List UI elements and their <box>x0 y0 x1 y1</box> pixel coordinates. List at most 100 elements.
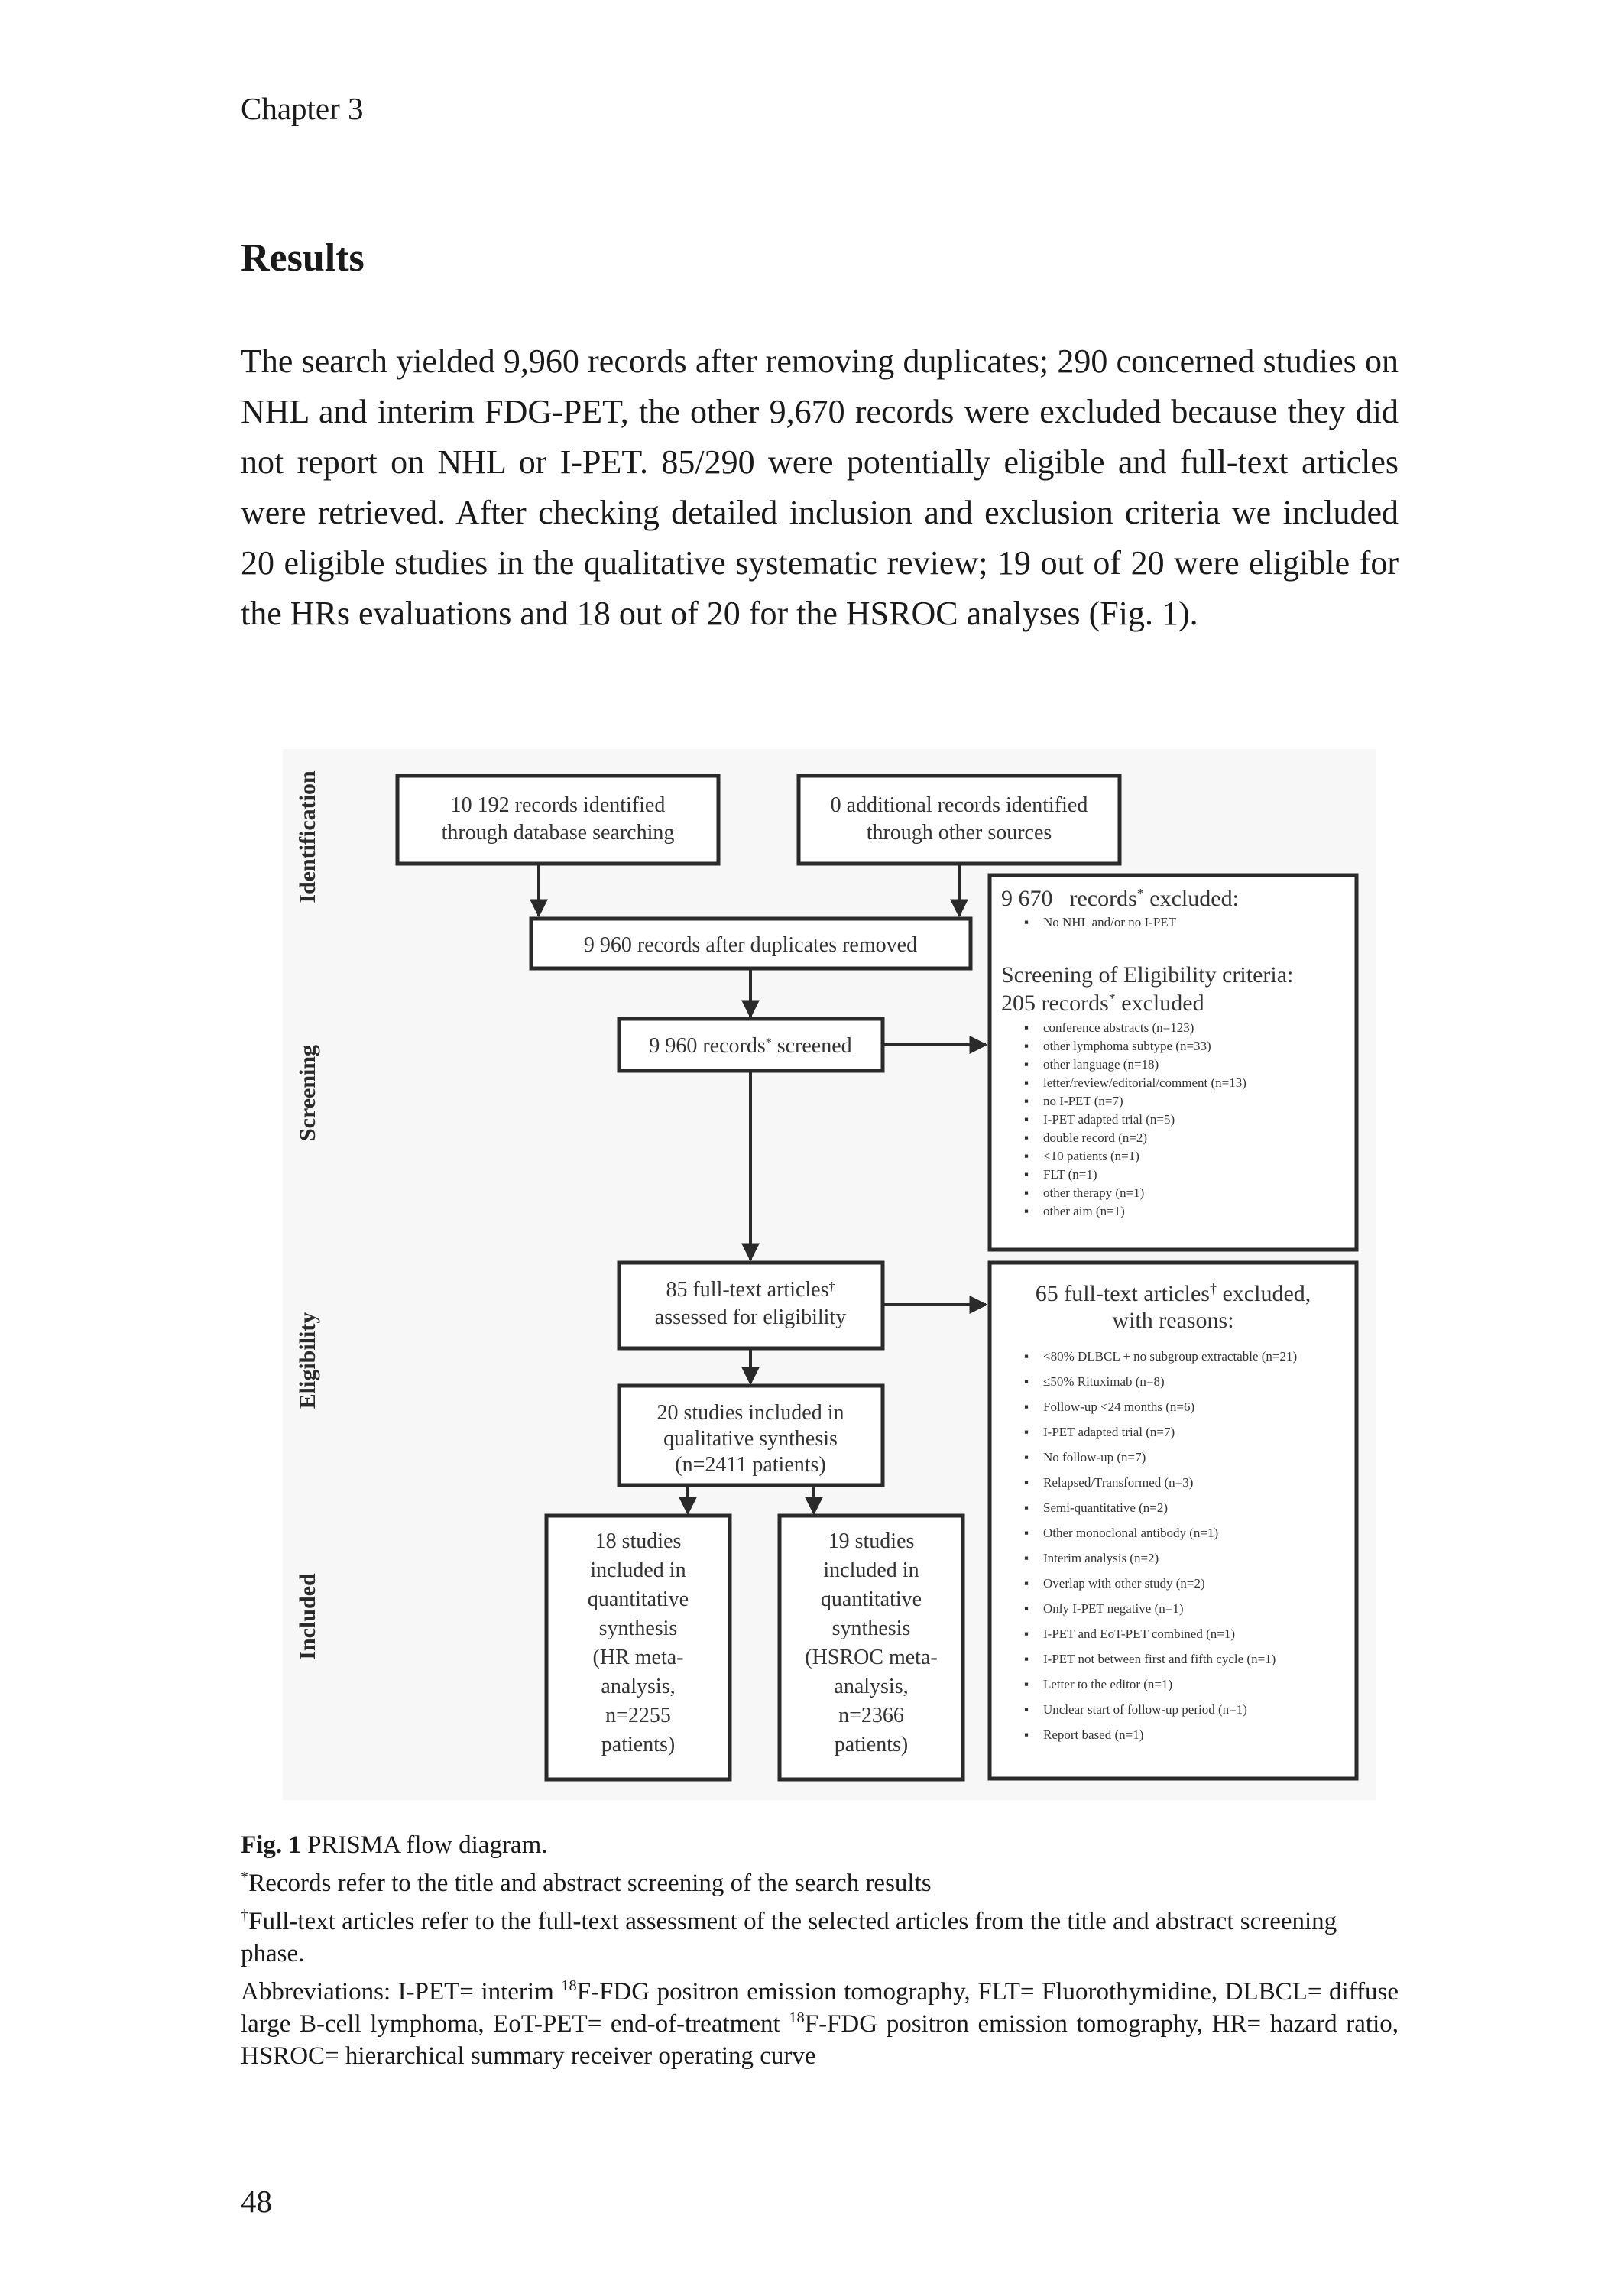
excl2-bullet: ▪ <box>1024 1112 1029 1127</box>
caption-note-records: *Records refer to the title and abstract… <box>241 1869 932 1897</box>
excl3-item: Interim analysis (n=2) <box>1043 1551 1159 1565</box>
excl3-bullet: ▪ <box>1024 1475 1029 1490</box>
box-duplicates-removed: 9 960 records after duplicates removed <box>529 916 973 971</box>
excl3-item: Follow-up <24 months (n=6) <box>1043 1399 1194 1414</box>
excl3-item: Only I-PET negative (n=1) <box>1043 1601 1183 1616</box>
excl3-bullet: ▪ <box>1024 1399 1029 1414</box>
chapter-header: Chapter 3 <box>241 91 364 126</box>
excl2-bullet: ▪ <box>1024 1020 1029 1035</box>
excl2-bullet: ▪ <box>1024 1149 1029 1163</box>
excl2-bullet: ▪ <box>1024 1185 1029 1200</box>
svg-text:through other sources: through other sources <box>867 821 1052 845</box>
svg-text:9 960 records after duplicates: 9 960 records after duplicates removed <box>584 933 917 957</box>
phase-included: Included <box>295 1573 320 1660</box>
excl2-item: other language (n=18) <box>1043 1057 1159 1072</box>
excl2-reason-list: ▪ conference abstracts (n=123) ▪ other lymp… <box>1024 1020 1246 1218</box>
svg-text:65 full-text articles† exclude: 65 full-text articles† excluded, <box>1036 1281 1311 1306</box>
hsroc-line: quantitative <box>821 1588 922 1611</box>
caption-title: Fig. 1 PRISMA flow diagram. <box>241 1831 548 1859</box>
svg-text:20 studies included in: 20 studies included in <box>657 1401 844 1425</box>
excl2-item: other aim (n=1) <box>1043 1204 1125 1218</box>
excl3-bullet: ▪ <box>1024 1374 1029 1389</box>
excl3-item: No follow-up (n=7) <box>1043 1450 1146 1464</box>
phase-eligibility: Eligibility <box>295 1312 320 1409</box>
svg-text:85 full-text articles†: 85 full-text articles† <box>666 1278 835 1302</box>
excl3-bullet: ▪ <box>1024 1450 1029 1464</box>
section-title: Results <box>241 236 365 280</box>
excl3-bullet: ▪ <box>1024 1576 1029 1591</box>
excl3-reason-list: ▪<80% DLBCL + no subgroup extractable (n… <box>1024 1349 1297 1742</box>
svg-text:assessed for eligibility: assessed for eligibility <box>655 1305 846 1329</box>
figure-caption: Fig. 1 PRISMA flow diagram. *Records ref… <box>241 1829 1399 2078</box>
svg-text:with reasons:: with reasons: <box>1112 1308 1233 1333</box>
excl2-bullet: ▪ <box>1024 1130 1029 1145</box>
results-paragraph: The search yielded 9,960 records after r… <box>241 342 1399 632</box>
excl2-item: <10 patients (n=1) <box>1043 1149 1139 1163</box>
hr-line: synthesis <box>599 1617 678 1640</box>
excl3-item: I-PET not between first and fifth cycle … <box>1043 1652 1276 1666</box>
excl3-bullet: ▪ <box>1024 1702 1029 1717</box>
excl2-bullet: ▪ <box>1024 1167 1029 1182</box>
box-records-screened: 9 960 records* screened <box>617 1017 885 1073</box>
hr-line: n=2255 <box>605 1704 671 1727</box>
box-fulltext-assessed: 85 full-text articles† assessed for elig… <box>617 1260 885 1351</box>
excl1-bullet: ▪ <box>1024 915 1029 929</box>
excl2-item: no I-PET (n=7) <box>1043 1094 1123 1108</box>
excl2-bullet: ▪ <box>1024 1039 1029 1053</box>
excl2-item: FLT (n=1) <box>1043 1167 1097 1182</box>
excl3-item: Unclear start of follow-up period (n=1) <box>1043 1702 1247 1717</box>
excl2-item: double record (n=2) <box>1043 1130 1147 1145</box>
excl3-bullet: ▪ <box>1024 1500 1029 1515</box>
excl3-bullet: ▪ <box>1024 1526 1029 1540</box>
hsroc-line: 19 studies <box>828 1529 915 1553</box>
excl3-bullet: ▪ <box>1024 1349 1029 1364</box>
caption-abbreviations: Abbreviations: I-PET= interim 18F-FDG po… <box>241 1977 1399 2070</box>
svg-text:qualitative synthesis: qualitative synthesis <box>663 1427 838 1451</box>
excl3-bullet: ▪ <box>1024 1652 1029 1666</box>
hr-line: quantitative <box>588 1588 689 1611</box>
excl3-item: I-PET adapted trial (n=7) <box>1043 1425 1175 1439</box>
excl3-bullet: ▪ <box>1024 1727 1029 1742</box>
svg-text:Screening of Eligibility crite: Screening of Eligibility criteria: <box>1001 962 1293 988</box>
excl3-bullet: ▪ <box>1024 1627 1029 1641</box>
excl2-bullet: ▪ <box>1024 1057 1029 1072</box>
excl3-item: Report based (n=1) <box>1043 1727 1143 1742</box>
hsroc-line: included in <box>823 1558 919 1582</box>
excl2-bullet: ▪ <box>1024 1094 1029 1108</box>
svg-text:10 192 records identified: 10 192 records identified <box>451 793 666 817</box>
excl2-bullet: ▪ <box>1024 1075 1029 1090</box>
excl3-item: Other monoclonal antibody (n=1) <box>1043 1526 1218 1540</box>
svg-text:205 records* excluded: 205 records* excluded <box>1001 991 1204 1016</box>
hsroc-line: synthesis <box>832 1617 911 1640</box>
excl3-item: Semi-quantitative (n=2) <box>1043 1500 1168 1515</box>
prisma-flow-diagram: Identification Screening Eligibility Inc… <box>283 749 1376 1800</box>
excl2-item: other lymphoma subtype (n=33) <box>1043 1039 1211 1053</box>
excl3-item: Relapsed/Transformed (n=3) <box>1043 1475 1193 1490</box>
box-database-records: 10 192 records identified through databa… <box>395 774 721 866</box>
box-other-sources: 0 additional records identified through … <box>796 774 1122 866</box>
excl2-bullet: ▪ <box>1024 1204 1029 1218</box>
excl3-bullet: ▪ <box>1024 1601 1029 1616</box>
excl3-bullet: ▪ <box>1024 1677 1029 1691</box>
svg-text:9 960 records* screened: 9 960 records* screened <box>649 1034 851 1058</box>
excl3-item: Overlap with other study (n=2) <box>1043 1576 1205 1591</box>
box-hsroc-meta-analysis: 19 studies included in quantitative synthes… <box>777 1513 965 1782</box>
svg-text:through database searching: through database searching <box>442 821 675 845</box>
excl2-item: conference abstracts (n=123) <box>1043 1020 1194 1035</box>
excl2-item: letter/review/editorial/comment (n=13) <box>1043 1075 1246 1090</box>
excl3-item: I-PET and EoT-PET combined (n=1) <box>1043 1627 1235 1641</box>
page-number: 48 <box>241 2184 272 2219</box>
excl3-bullet: ▪ <box>1024 1425 1029 1439</box>
phase-screening: Screening <box>295 1045 320 1141</box>
excl3-bullet: ▪ <box>1024 1551 1029 1565</box>
svg-text:No NHL and/or no I-PET: No NHL and/or no I-PET <box>1043 915 1177 929</box>
excl2-item: I-PET adapted trial (n=5) <box>1043 1112 1175 1127</box>
hr-line: analysis, <box>601 1675 675 1698</box>
hr-line: 18 studies <box>595 1529 682 1553</box>
hsroc-line: patients) <box>835 1733 908 1756</box>
hr-line: (HR meta- <box>593 1646 684 1669</box>
svg-text:(n=2411 patients): (n=2411 patients) <box>675 1453 826 1477</box>
